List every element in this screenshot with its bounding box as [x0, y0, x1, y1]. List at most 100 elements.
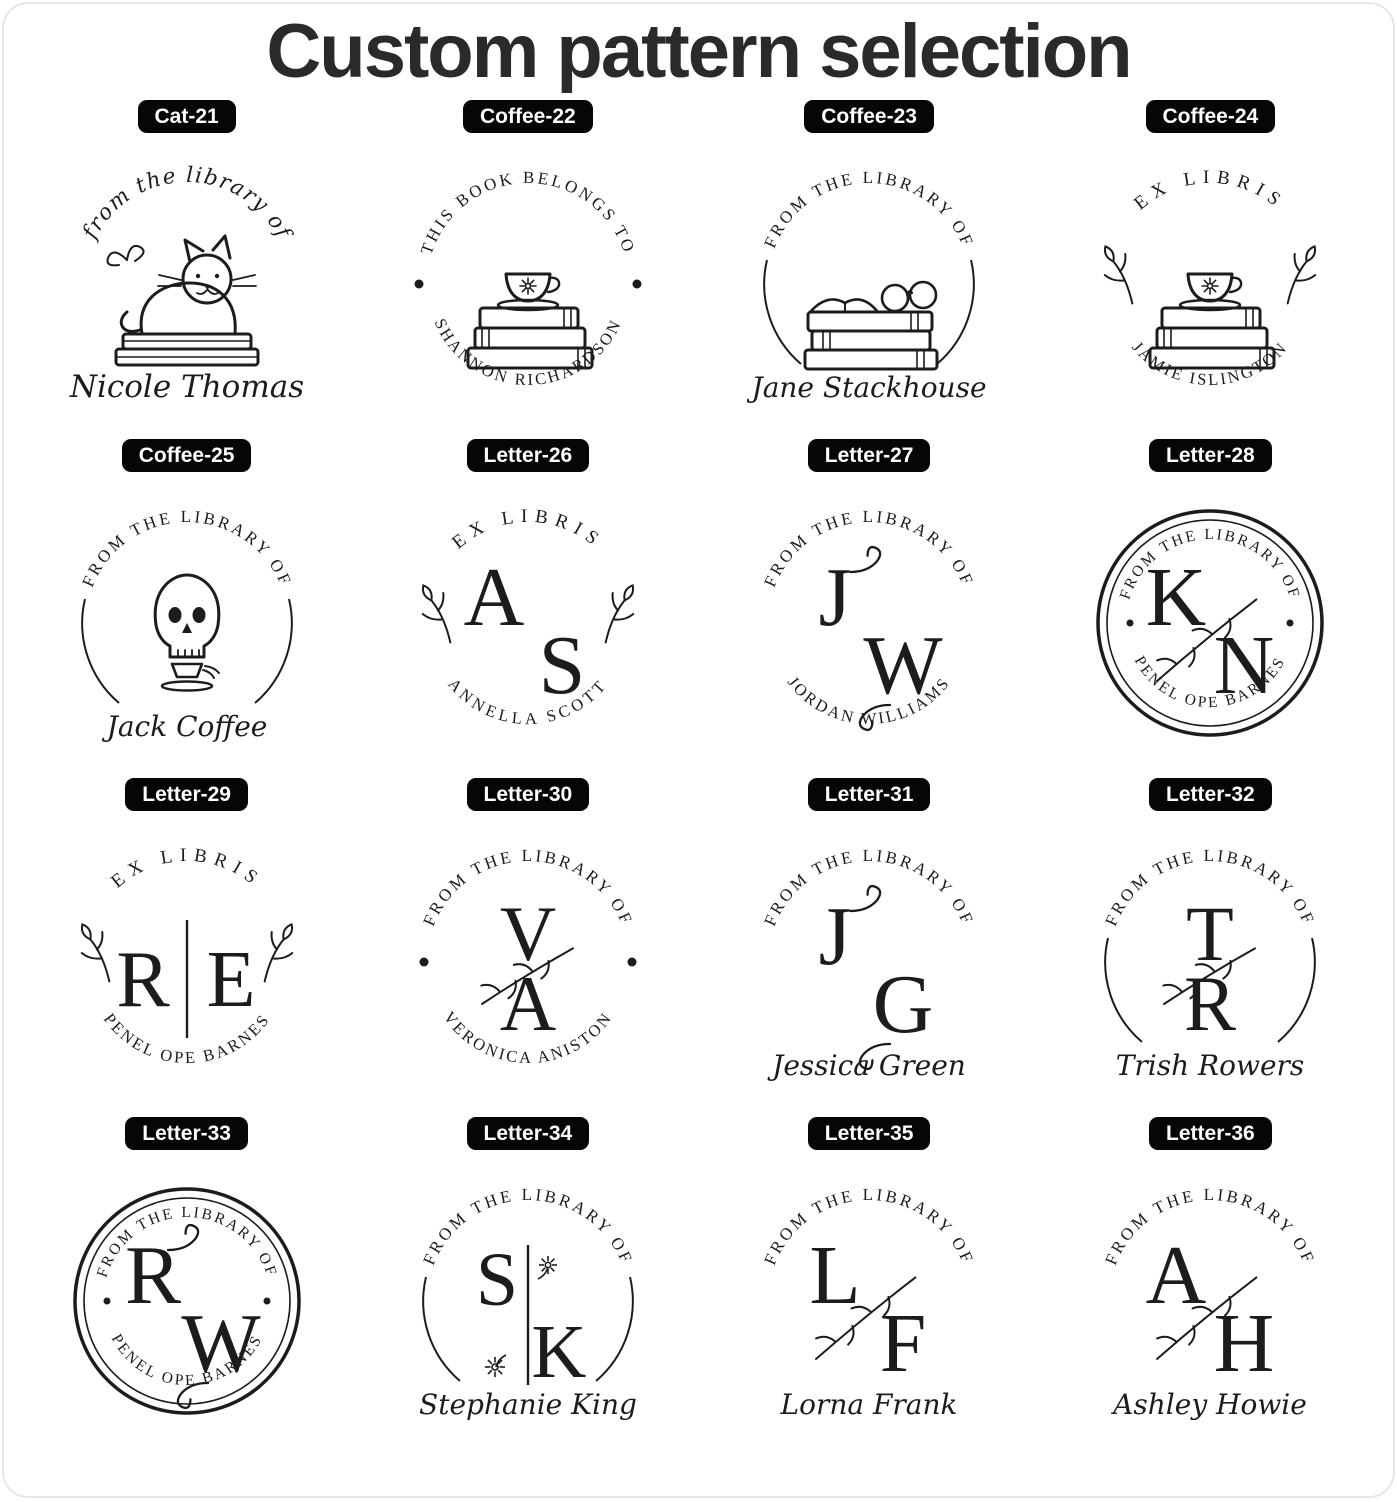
books-and-coffee-illustration [1148, 272, 1276, 370]
owner-name-text: Trish Rowers [1116, 1049, 1305, 1082]
floral-sprig-icon [1287, 244, 1317, 305]
monogram-letter: K [531, 1310, 586, 1394]
owner-name-text: Jane Stackhouse [747, 371, 987, 404]
monogram-letter: A [500, 960, 556, 1047]
floral-sprig-icon [604, 583, 635, 644]
leaf-accent-icon [495, 1266, 549, 1367]
pattern-label-badge: Letter-28 [1149, 438, 1272, 472]
pattern-label-badge: Coffee-25 [121, 438, 252, 472]
owner-name-text: Ashley Howie [1111, 1388, 1308, 1421]
ring-arc-left [763, 259, 802, 365]
flourish-icon [176, 1381, 209, 1409]
side-dot [627, 957, 637, 967]
books-and-glasses-illustration [803, 280, 939, 371]
books-and-coffee-illustration [466, 272, 594, 370]
arc-text-top: EX LIBRIS [1131, 167, 1291, 214]
floral-sprig-icon [421, 583, 452, 644]
leaf-branch-icon [1162, 946, 1257, 1005]
monogram-letter: H [1214, 1297, 1275, 1390]
stamp-letter-36: FROM THE LIBRARY OF Ashley Howie AH [1102, 1185, 1319, 1421]
arc-text-top: FROM THE LIBRARY OF [760, 168, 977, 251]
monogram-letter: R [125, 1229, 181, 1322]
pattern-label-badge: Letter-35 [807, 1116, 931, 1150]
monogram-letter: R [116, 936, 170, 1024]
monogram-letter: S [476, 1238, 518, 1322]
ring-arc-left [80, 598, 120, 704]
inner-ring [82, 1196, 291, 1405]
monogram-letter: G [873, 958, 934, 1051]
cat-on-book-illustration [106, 234, 260, 367]
arc-text-top: THIS BOOK BELONGS TO [417, 168, 639, 257]
pattern-label-badge: Coffee-23 [804, 99, 934, 133]
skeleton-hand-icon [201, 664, 220, 679]
pattern-cell-coffee-23: Coffee-23 FROM THE LIBRARY OF Jane Stackh… [699, 99, 1040, 435]
ring-arc-right [595, 1276, 634, 1382]
side-dot [414, 279, 424, 289]
monogram-letter: L [809, 1229, 860, 1322]
flourish-icon [858, 1042, 892, 1070]
arc-text-top: EX LIBRIS [448, 506, 608, 553]
side-dot [1126, 619, 1134, 627]
monogram-letter: A [1146, 1229, 1207, 1322]
monogram-letter: A [464, 551, 525, 644]
pattern-label-badge: Cat-21 [137, 99, 236, 133]
flourish-icon [858, 703, 892, 731]
flower-icon [1201, 276, 1220, 295]
owner-name-text: Lorna Frank [780, 1388, 958, 1421]
side-dot [632, 279, 642, 289]
flower-icon [484, 1356, 505, 1377]
glasses-icon [880, 283, 910, 312]
pattern-label-badge: Letter-32 [1149, 777, 1272, 811]
leaf-branch-icon [1156, 1276, 1258, 1360]
arc-text-top: FROM THE LIBRARY OF [1102, 1185, 1319, 1268]
side-dot [263, 1297, 271, 1305]
butterfly-icon [106, 244, 145, 266]
stamp-coffee-23: FROM THE LIBRARY OF Jane Stackhouse [747, 168, 987, 404]
pattern-label-badge: Coffee-22 [463, 99, 593, 133]
pattern-label-badge: Letter-31 [807, 777, 931, 811]
monogram-letter: J [819, 551, 852, 644]
ring-arc-right [253, 598, 293, 704]
pattern-label-badge: Letter-30 [466, 777, 590, 811]
arc-text-bottom: ANNELLA SCOTT [444, 674, 611, 728]
monogram-letter: W [181, 1297, 261, 1390]
flourish-icon [848, 884, 882, 912]
ring-arc-left [1104, 937, 1144, 1043]
arc-text-top: from the library of [77, 163, 297, 245]
side-dot [419, 957, 429, 967]
leaf-branch-icon [815, 1276, 917, 1360]
flower-icon [538, 1255, 557, 1274]
inner-ring [1106, 518, 1315, 727]
pattern-label-badge: Letter-36 [1149, 1116, 1272, 1150]
floral-sprig-icon [1104, 244, 1134, 305]
arc-text-top: FROM THE LIBRARY OF [78, 507, 295, 590]
pattern-cell-letter-36: Letter-36 FROM THE LIBRARY OF Ashley Howi… [1040, 1116, 1381, 1452]
coffee-cup-icon [170, 662, 203, 678]
flourish-icon [848, 545, 882, 573]
leaf-branch-icon [480, 946, 574, 1005]
owner-name-text: Jessica Green [767, 1049, 966, 1082]
pattern-label-badge: Letter-34 [466, 1116, 590, 1150]
flourish-icon [166, 1223, 199, 1251]
monogram-letter: T [1187, 890, 1235, 977]
